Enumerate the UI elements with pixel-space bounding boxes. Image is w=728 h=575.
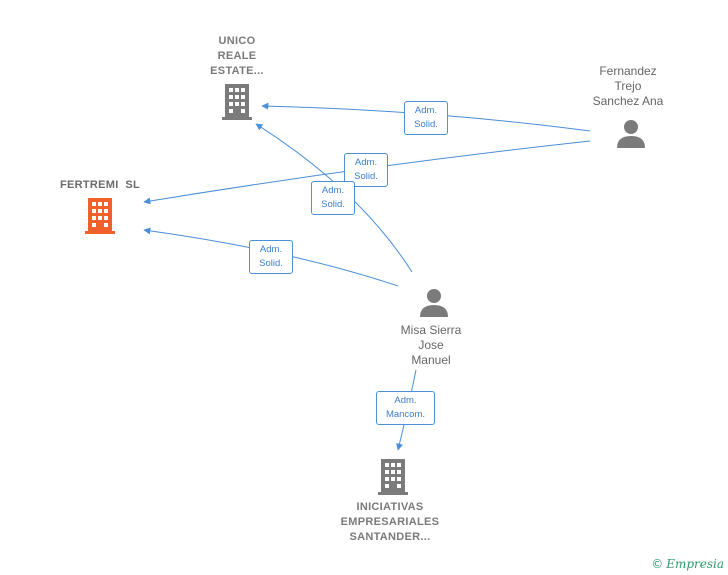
company-label-iniciativas[interactable]: INICIATIVAS EMPRESARIALES SANTANDER... [340,501,440,543]
person-label-misa[interactable]: Misa Sierra Jose Manuel [400,323,462,367]
edge-label: Adm.Mancom. [376,391,435,425]
company-label-unico[interactable]: UNICO REALE ESTATE... [210,35,264,77]
edge-label: Adm.Solid. [249,240,293,274]
brand-logo: Empresia [666,557,724,571]
building-icon [222,84,252,120]
person-label-fernandez[interactable]: Fernandez Trejo Sanchez Ana [592,64,664,108]
person-icon [420,289,448,317]
edge-label: Adm.Solid. [311,181,355,215]
building-icon-main [85,198,115,234]
copyright-icon: © [651,557,664,571]
building-icon [378,459,408,495]
footer-brand[interactable]: ©Empresia [651,557,724,571]
person-icon [617,120,645,148]
edge-label: Adm.Solid. [404,101,448,135]
company-label-fertremi[interactable]: FERTREMI SL [60,179,140,191]
